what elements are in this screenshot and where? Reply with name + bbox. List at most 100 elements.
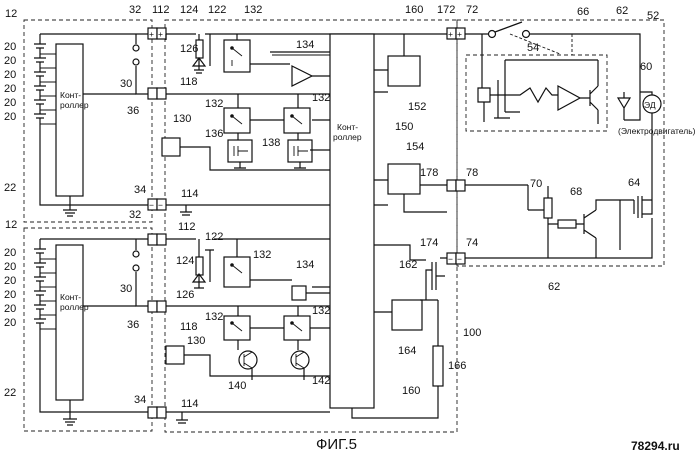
ref-140: 140 (228, 380, 246, 392)
ref-20-8: 20 (4, 261, 16, 273)
ref-160b: 160 (402, 385, 420, 397)
ref-68: 68 (570, 186, 582, 198)
resistor-124-b (195, 256, 204, 276)
battery-controller-bottom-text-2: роллер (60, 302, 89, 312)
battery-pack-top-outline (23, 19, 153, 223)
ref-132-5: 132 (205, 311, 223, 323)
ref-30a: 30 (120, 78, 132, 90)
ref-124a: 124 (180, 4, 198, 16)
ref-172: 172 (437, 4, 455, 16)
ref-20-2: 20 (4, 55, 16, 67)
adapter-top-section (161, 33, 447, 216)
ref-132-6: 132 (312, 305, 330, 317)
terminal-minus-74: − (457, 254, 462, 264)
block-130-top (161, 137, 181, 157)
resistor-r2 (557, 219, 577, 229)
ref-12a: 12 (5, 8, 17, 20)
block-154 (387, 163, 421, 195)
ref-178: 178 (420, 167, 438, 179)
ref-154: 154 (406, 141, 424, 153)
ref-126b: 126 (176, 289, 194, 301)
main-controller-150: Конт- роллер (329, 33, 439, 419)
motor-label: (Электродвигатель) (618, 126, 696, 136)
block-164 (391, 299, 423, 331)
resistor-166 (432, 345, 444, 387)
ref-36a: 36 (127, 105, 139, 117)
battery-pack-bottom-outline (23, 227, 153, 432)
switch-132-f (283, 315, 311, 341)
ref-64: 64 (628, 177, 640, 189)
block-134-b (291, 285, 307, 301)
ref-70: 70 (530, 178, 542, 190)
ref-52: 52 (647, 10, 659, 22)
battery-controller-top-text-1: Конт- (60, 90, 81, 100)
ref-36b: 36 (127, 319, 139, 331)
main-switch-54 (487, 29, 497, 39)
ref-114a: 114 (181, 188, 199, 200)
ref-112a: 112 (152, 4, 170, 16)
ref-60: 60 (640, 61, 652, 73)
tool-unit-outline (456, 19, 665, 267)
ref-134a: 134 (296, 39, 314, 51)
ref-20-12: 20 (4, 317, 16, 329)
ref-20-7: 20 (4, 247, 16, 259)
block-152 (387, 55, 421, 87)
ref-54: 54 (527, 42, 539, 54)
ref-32b: 32 (129, 209, 141, 221)
main-controller-text-1: Конт- (337, 122, 358, 132)
ref-132-4: 132 (253, 249, 271, 261)
terminal-minus-114: − (158, 200, 163, 210)
transistor-140 (238, 350, 258, 370)
ref-124b: 124 (176, 255, 194, 267)
ref-174: 174 (420, 237, 438, 249)
battery-controller-bottom (55, 244, 84, 401)
ref-20-10: 20 (4, 289, 16, 301)
ref-134b: 134 (296, 259, 314, 271)
ref-136: 136 (205, 128, 223, 140)
ref-130a: 130 (173, 113, 191, 125)
terminal-plus-72: + (457, 29, 462, 39)
ref-34a: 34 (134, 184, 146, 196)
ref-20-9: 20 (4, 275, 16, 287)
ref-132-1: 132 (244, 4, 262, 16)
battery-controller-top (55, 43, 84, 197)
transistor-142 (290, 350, 310, 370)
ref-78: 78 (466, 167, 478, 179)
reference-labels: 12 12 20 20 20 20 20 20 20 20 20 20 20 2… (4, 4, 659, 410)
terminal-plus-112: + (158, 29, 163, 39)
amplifier (557, 84, 582, 112)
switch-132-e (223, 315, 251, 341)
terminals-right: + + − − (446, 27, 466, 265)
ref-32a: 32 (129, 4, 141, 16)
block-130-bottom (165, 345, 185, 365)
ref-100: 100 (463, 327, 481, 339)
ref-20-1: 20 (4, 41, 16, 53)
ref-138: 138 (262, 137, 280, 149)
ref-12b: 12 (5, 219, 17, 231)
terminal-plus-172: + (448, 29, 453, 39)
ref-34b: 34 (134, 394, 146, 406)
ref-62a: 62 (616, 5, 628, 17)
ref-132-2: 132 (205, 98, 223, 110)
terminal-minus-34: − (149, 200, 154, 210)
ref-150: 150 (395, 121, 413, 133)
ref-72: 72 (466, 4, 478, 16)
comparator-134 (291, 65, 314, 87)
switch-132-d (223, 256, 251, 288)
switch-132-a (223, 39, 251, 73)
ref-130b: 130 (187, 335, 205, 347)
ref-164: 164 (398, 345, 416, 357)
ref-152: 152 (408, 101, 426, 113)
mosfet-162 (420, 262, 445, 301)
trigger-circuit-outline (465, 54, 608, 132)
battery-controller-bottom-text-1: Конт- (60, 292, 81, 302)
ref-20-5: 20 (4, 97, 16, 109)
ref-20-3: 20 (4, 69, 16, 81)
ref-142: 142 (312, 375, 330, 387)
ref-122a: 122 (208, 4, 226, 16)
adapter-bottom-section (165, 238, 330, 424)
ref-126a: 126 (180, 43, 198, 55)
resistor-70 (543, 197, 553, 219)
ref-132-3: 132 (312, 92, 330, 104)
